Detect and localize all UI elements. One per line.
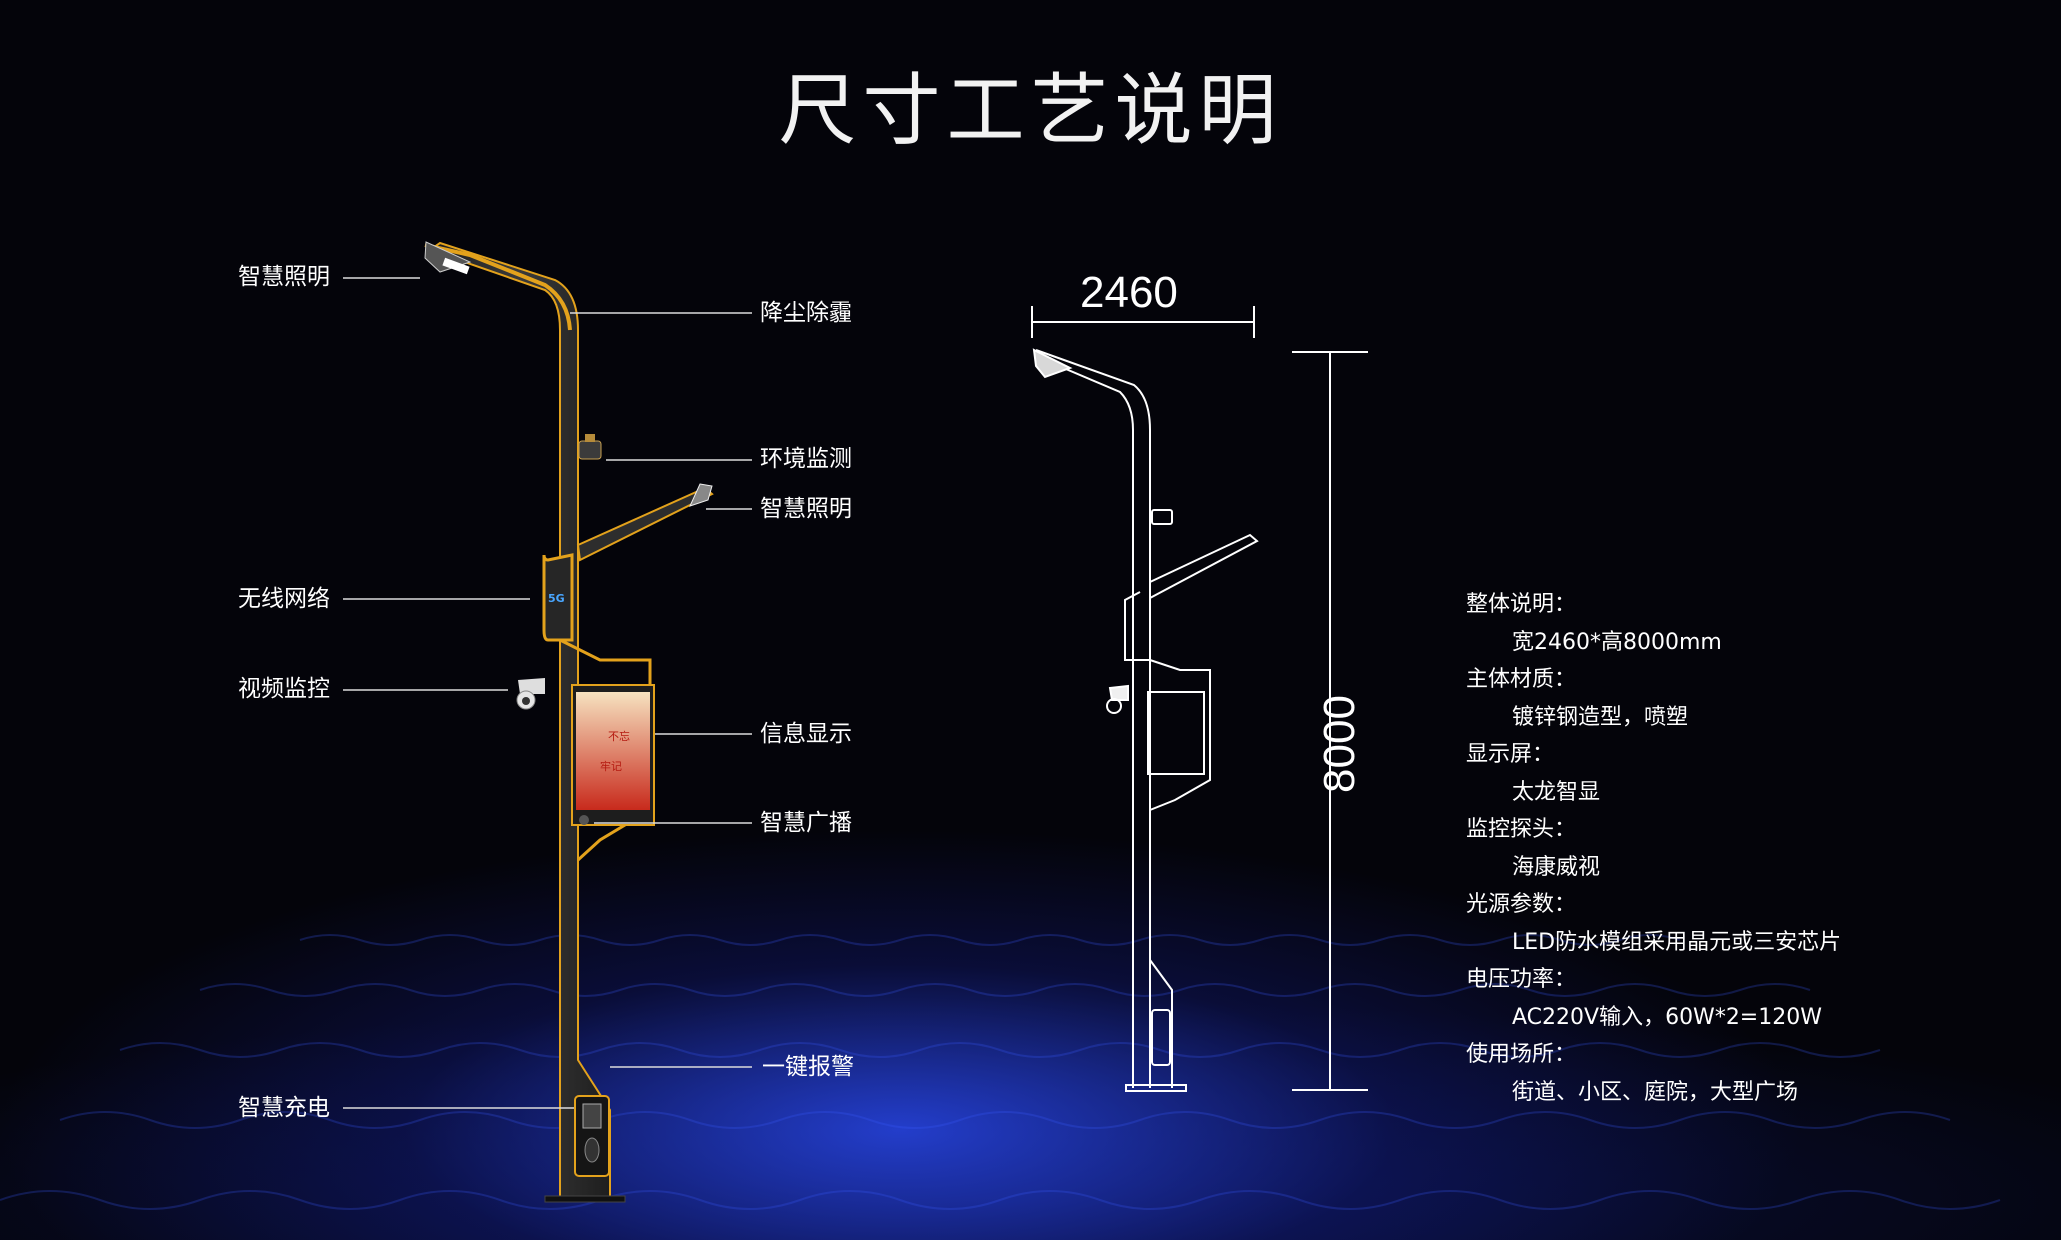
outline-pole [1032, 348, 1259, 1092]
label-smart-broadcast: 智慧广播 [760, 810, 852, 836]
spec-key: 显示屏： [1466, 742, 1555, 767]
spec-value: 海康威视 [1512, 854, 1601, 880]
label-video-surveillance: 视频监控 [238, 676, 330, 702]
svg-text:牢记: 牢记 [600, 759, 622, 773]
label-dust-reduction: 降尘除霾 [760, 300, 852, 326]
spec-key: 使用场所： [1466, 1042, 1577, 1067]
spec-list: 整体说明： 宽2460*高8000mm 主体材质： 镀锌钢造型，喷塑 显示屏： … [1466, 586, 2026, 1111]
svg-text:不忘: 不忘 [608, 729, 630, 743]
spec-key: 监控探头： [1466, 817, 1577, 842]
spec-value: 太龙智显 [1512, 779, 1601, 805]
spec-value: 镀锌钢造型，喷塑 [1512, 704, 1689, 730]
dimension-height: 8000 [1315, 695, 1364, 793]
spec-value: LED防水模组采用晶元或三安芯片 [1512, 929, 1842, 955]
speaker [579, 815, 589, 825]
label-one-click-alarm: 一键报警 [762, 1054, 854, 1080]
label-smart-lighting-top: 智慧照明 [238, 264, 330, 290]
spec-key: 光源参数： [1466, 892, 1577, 917]
spec-key: 电压功率： [1466, 967, 1577, 992]
label-info-display: 信息显示 [760, 721, 852, 747]
label-wireless-network: 无线网络 [238, 586, 330, 612]
environment-sensor [578, 440, 602, 460]
dimension-width: 2460 [1080, 268, 1178, 317]
spec-key: 主体材质： [1466, 667, 1577, 692]
wave-texture [0, 934, 2001, 1210]
page-title: 尺寸工艺说明 [778, 66, 1283, 156]
label-environment-monitoring: 环境监测 [760, 446, 852, 472]
spec-key: 整体说明： [1466, 592, 1577, 617]
5g-badge: 5G [548, 592, 565, 605]
spec-value: 街道、小区、庭院，大型广场 [1512, 1079, 1799, 1105]
label-smart-lighting-mid: 智慧照明 [760, 496, 852, 522]
label-smart-charging: 智慧充电 [238, 1095, 330, 1121]
info-screen [576, 692, 650, 810]
leader-lines [343, 277, 752, 1109]
spec-value: AC220V输入，60W*2=120W [1512, 1004, 1822, 1030]
colored-pole: 5G 不忘 牢记 [424, 241, 714, 1203]
dimension-lines [1031, 306, 1368, 1091]
led-module-top [442, 257, 470, 275]
spec-value: 宽2460*高8000mm [1512, 629, 1722, 655]
